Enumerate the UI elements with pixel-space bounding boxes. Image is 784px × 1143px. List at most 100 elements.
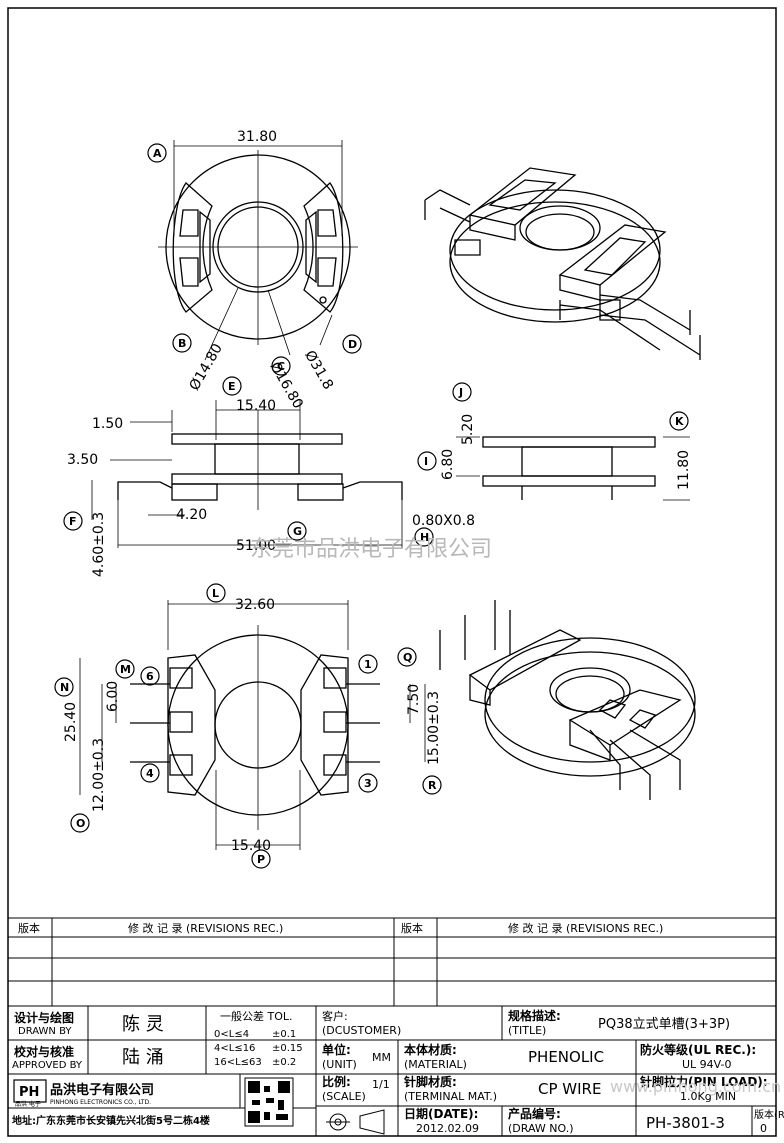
callout-a: A xyxy=(153,147,162,160)
tb-drawno-en: (DRAW NO.) xyxy=(508,1122,573,1135)
callout-h: H xyxy=(420,531,429,544)
dim-6-80: 6.80 xyxy=(440,449,456,480)
tb-spec-cn: 规格描述: xyxy=(508,1008,561,1023)
tb-company-en: PINHONG ELECTRONICS CO., LTD. xyxy=(50,1099,151,1106)
dim-3-50: 3.50 xyxy=(67,452,98,468)
tb-ul-cn: 防火等级(UL REC.): xyxy=(640,1042,756,1057)
dim-4-60: 4.60±0.3 xyxy=(91,512,107,577)
pin-markers xyxy=(140,654,378,793)
tb-tol-value-1: ±0.15 xyxy=(272,1043,303,1054)
callout-letters: A B C D E F G H I J K L M N O P Q R xyxy=(60,147,684,866)
rev-col-records-2: 修 改 记 录 (REVISIONS REC.) xyxy=(508,921,663,935)
tb-unit-value: MM xyxy=(372,1051,391,1064)
iso-view-top xyxy=(424,167,701,360)
dim-l-32-60: 32.60 xyxy=(235,597,275,613)
tb-tol-title: 一般公差 TOL. xyxy=(220,1009,293,1023)
tb-approve-en: APPROVED BY xyxy=(12,1060,83,1071)
tb-drawno-value: PH-3801-3 xyxy=(646,1114,725,1132)
rev-col-records-1: 修 改 记 录 (REVISIONS REC.) xyxy=(128,921,283,935)
tb-tol-value-2: ±0.2 xyxy=(272,1057,296,1068)
tb-ul-value: UL 94V-0 xyxy=(682,1058,732,1071)
dim-r-15-00: 15.00±0.3 xyxy=(426,691,442,765)
callout-i: I xyxy=(424,455,428,468)
tb-tol-range-1: 4<L≤16 xyxy=(214,1043,255,1054)
tb-date-value: 2012.02.09 xyxy=(416,1122,479,1135)
callout-p: P xyxy=(257,853,265,866)
watermark-center: 东莞市品洪电子有限公司 xyxy=(250,537,492,562)
dim-31-80: 31.80 xyxy=(237,129,277,145)
tb-unit-cn: 单位: xyxy=(322,1042,351,1057)
tb-material-en: (MATERIAL) xyxy=(404,1058,467,1071)
callout-m: M xyxy=(120,663,131,676)
pin-6: 6 xyxy=(146,670,154,683)
tb-scale-value: 1/1 xyxy=(372,1078,390,1091)
rev-col-version-2: 版本 xyxy=(401,921,423,935)
dim-d31-8: Ø31.8 xyxy=(301,348,336,393)
qr-code xyxy=(244,1077,294,1127)
tb-scale-cn: 比例: xyxy=(322,1074,351,1089)
callout-q: Q xyxy=(403,651,412,664)
tb-spec-en: (TITLE) xyxy=(508,1024,546,1037)
tb-design-cn: 设计与绘图 xyxy=(14,1010,74,1025)
tb-customer-cn: 客户: xyxy=(322,1009,348,1023)
rev-col-version-1: 版本 xyxy=(18,921,40,935)
tb-address: 地址:广东东莞市长安镇先兴北街5号二栋4楼 xyxy=(12,1114,210,1127)
tb-pinload-value: 1.0Kg MIN xyxy=(680,1090,736,1103)
tb-drawno-cn: 产品编号: xyxy=(508,1106,561,1121)
tb-pinload-cn: 针脚拉力(PIN LOAD): xyxy=(640,1074,768,1089)
top-view xyxy=(158,140,358,361)
dim-5-20: 5.20 xyxy=(460,414,476,445)
company-logo xyxy=(13,1079,47,1103)
dim-o-12-00: 12.00±0.3 xyxy=(91,738,107,812)
tb-customer-en: (DCUSTOMER) xyxy=(322,1024,401,1037)
tb-approve-cn: 校对与核准 xyxy=(14,1044,74,1059)
tb-design-en: DRAWN BY xyxy=(18,1026,72,1037)
pin-1: 1 xyxy=(364,658,372,671)
callout-f: F xyxy=(69,515,77,528)
tb-rev-value: 0 xyxy=(760,1122,767,1135)
dim-m-6-00: 6.00 xyxy=(105,681,121,712)
tb-scale-en: (SCALE) xyxy=(322,1090,366,1103)
company-logo-text: PH xyxy=(19,1085,39,1100)
tb-approver: 陆 涌 xyxy=(122,1047,164,1068)
callout-o: O xyxy=(76,817,85,830)
side-view xyxy=(91,400,403,548)
pin-3: 3 xyxy=(364,777,372,790)
front-view xyxy=(456,436,690,501)
callouts xyxy=(54,143,689,869)
dim-11-80: 11.80 xyxy=(676,450,692,490)
tb-tol-range-0: 0<L≤4 xyxy=(214,1029,249,1040)
company-logo-sub: 品洪 电子 xyxy=(15,1100,41,1108)
tb-spec-value: PQ38立式单槽(3+3P) xyxy=(598,1017,730,1032)
dim-51-00: 51.00 xyxy=(236,538,276,554)
callout-k: K xyxy=(675,415,684,428)
tb-date-cn: 日期(DATE): xyxy=(404,1106,478,1121)
callout-g: G xyxy=(293,525,302,538)
callout-d: D xyxy=(348,338,357,351)
dim-q-7-50: 7.50 xyxy=(406,684,422,715)
projection-symbol xyxy=(326,1109,385,1135)
callout-e: E xyxy=(228,380,236,393)
watermark-corner: www.pinhong.com.cn xyxy=(610,1077,781,1096)
tb-tol-value-0: ±0.1 xyxy=(272,1029,296,1040)
tb-designer: 陈 灵 xyxy=(122,1014,164,1035)
bottom-view xyxy=(79,600,426,850)
tb-terminal-value: CP WIRE xyxy=(538,1080,601,1098)
callout-n: N xyxy=(60,681,69,694)
callout-j: J xyxy=(458,386,463,399)
dim-1-50: 1.50 xyxy=(92,416,123,432)
tb-material-value: PHENOLIC xyxy=(528,1048,604,1066)
tb-unit-en: (UNIT) xyxy=(322,1058,357,1071)
callout-b: B xyxy=(178,337,186,350)
dim-4-20: 4.20 xyxy=(176,507,207,523)
outer-border xyxy=(7,7,777,1137)
dim-n-25-40: 25.40 xyxy=(63,702,79,742)
tb-rev-cn: 版本(REV): xyxy=(754,1108,784,1121)
pin-4: 4 xyxy=(146,767,154,780)
callout-r: R xyxy=(428,779,437,792)
tb-company-cn: 品洪电子有限公司 xyxy=(50,1082,154,1098)
tb-terminal-cn: 针脚材质: xyxy=(404,1074,457,1089)
dim-d14-80: Ø14.80 xyxy=(187,341,226,393)
callout-l: L xyxy=(212,587,219,600)
